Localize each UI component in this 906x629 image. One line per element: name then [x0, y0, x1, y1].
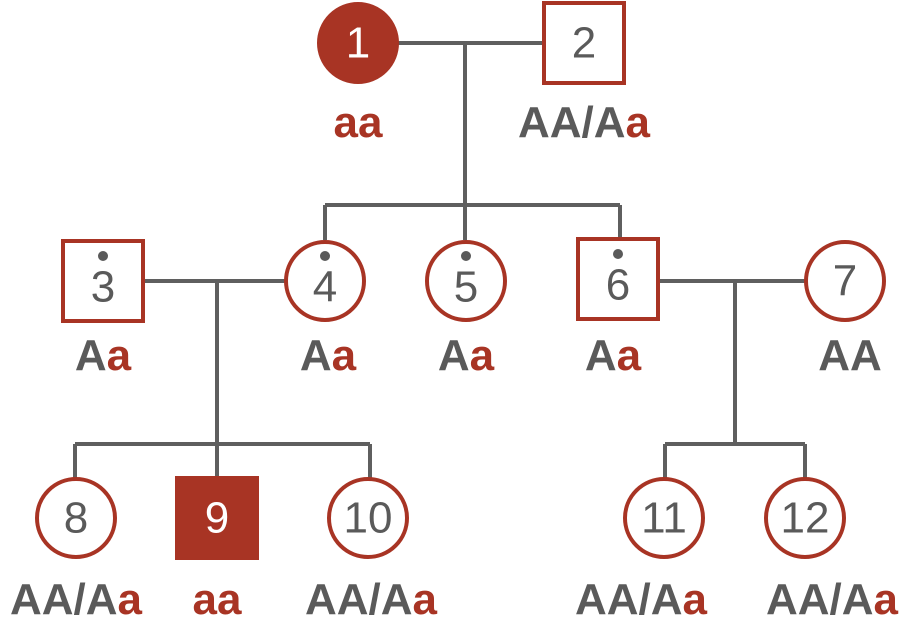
genotype-label: AA/Aa — [10, 575, 143, 624]
carrier-dot — [613, 249, 623, 259]
female-symbol — [425, 240, 507, 322]
individual-number: 2 — [572, 19, 596, 68]
individual-number: 12 — [781, 494, 830, 543]
individual-number: 3 — [91, 263, 115, 312]
genotype-label: AA — [818, 331, 882, 380]
carrier-dot — [98, 251, 108, 261]
individual-6: 6Aa — [576, 237, 660, 380]
male-symbol — [542, 1, 626, 85]
individual-4: 4Aa — [284, 240, 366, 380]
individual-2: 2AA/Aa — [518, 1, 651, 147]
genotype-label: aa — [334, 98, 383, 147]
carrier-dot — [320, 251, 330, 261]
female-symbol — [804, 240, 886, 322]
individual-number: 5 — [454, 263, 478, 312]
male-symbol — [175, 476, 259, 560]
individual-1: 1 aa — [317, 2, 399, 147]
carrier-dot — [461, 251, 471, 261]
female-symbol — [623, 477, 705, 559]
genotype-label: Aa — [300, 331, 357, 380]
genotype-label: Aa — [75, 331, 132, 380]
female-symbol — [764, 477, 846, 559]
individual-8: 8AA/Aa — [10, 477, 143, 624]
individual-number: 4 — [313, 263, 337, 312]
individuals: 1aa2AA/Aa3Aa4Aa5Aa6Aa7AA8AA/Aa9aa10AA/Aa… — [10, 1, 899, 624]
individual-number: 9 — [205, 494, 229, 543]
female-symbol — [284, 240, 366, 322]
genotype-label: aa — [193, 575, 242, 624]
genotype-label: AA/Aa — [575, 575, 708, 624]
individual-7: 7AA — [804, 240, 886, 380]
individual-number: 8 — [64, 494, 88, 543]
individual-number: 10 — [344, 494, 393, 543]
female-symbol — [317, 2, 399, 84]
individual-number: 11 — [641, 494, 687, 543]
female-symbol — [35, 477, 117, 559]
male-symbol — [576, 237, 660, 321]
connector-lines — [73, 41, 807, 482]
individual-number: 7 — [833, 257, 857, 306]
genotype-label: AA/Aa — [305, 575, 438, 624]
female-symbol — [327, 477, 409, 559]
individual-9: 9 aa — [175, 476, 259, 624]
genotype-label: Aa — [585, 331, 642, 380]
individual-5: 5Aa — [425, 240, 507, 380]
genotype-label: AA/Aa — [518, 98, 651, 147]
individual-number: 6 — [606, 261, 630, 310]
genotype-label: AA/Aa — [766, 575, 899, 624]
individual-3: 3Aa — [61, 239, 145, 380]
genotype-label: Aa — [438, 331, 495, 380]
individual-number: 1 — [346, 19, 370, 68]
